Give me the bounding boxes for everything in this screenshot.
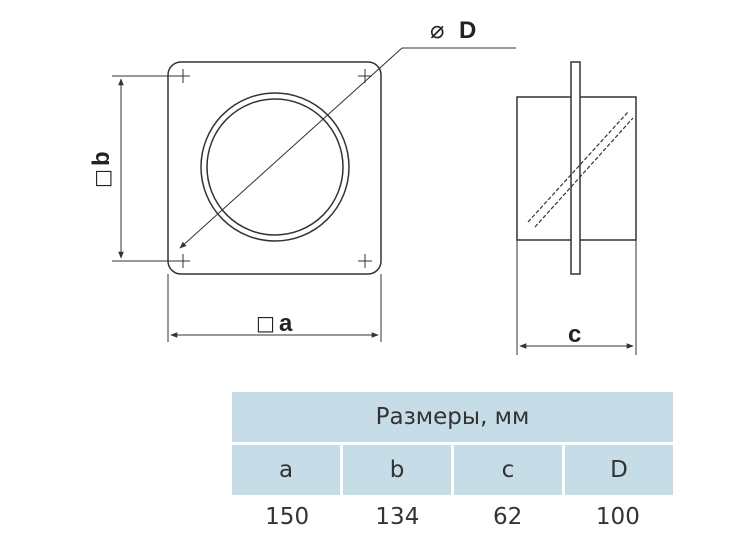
plate-edge — [570, 61, 581, 275]
b-label: b — [88, 151, 115, 166]
header-d: D — [565, 445, 673, 495]
diameter-symbol: ⌀ — [430, 16, 444, 44]
c-label: c — [568, 321, 581, 348]
header-b: b — [343, 445, 454, 495]
square-plate — [167, 61, 382, 275]
technical-drawing: ⌀ D □ b □ a c — [88, 16, 637, 355]
value-a: 150 — [232, 495, 343, 539]
diameter-dimension-line — [179, 47, 403, 249]
value-d: 100 — [562, 495, 673, 539]
table-header-row: a b c D — [232, 445, 673, 495]
collar-outer-circle — [200, 92, 350, 242]
side-view — [516, 61, 637, 355]
header-a: a — [232, 445, 343, 495]
header-c: c — [454, 445, 565, 495]
a-label: a — [279, 310, 293, 337]
collar-inner-circle — [206, 98, 344, 236]
diameter-label: D — [459, 17, 476, 44]
b-square-symbol: □ — [90, 169, 114, 188]
damper-flap — [527, 111, 629, 223]
front-view — [112, 47, 516, 342]
dimensions-table: Размеры, мм a b c D 150 134 62 100 — [232, 392, 673, 539]
a-square-symbol: □ — [256, 311, 275, 335]
value-c: 62 — [452, 495, 563, 539]
table-title: Размеры, мм — [232, 392, 673, 442]
value-b: 134 — [342, 495, 453, 539]
table-row: 150 134 62 100 — [232, 495, 673, 539]
